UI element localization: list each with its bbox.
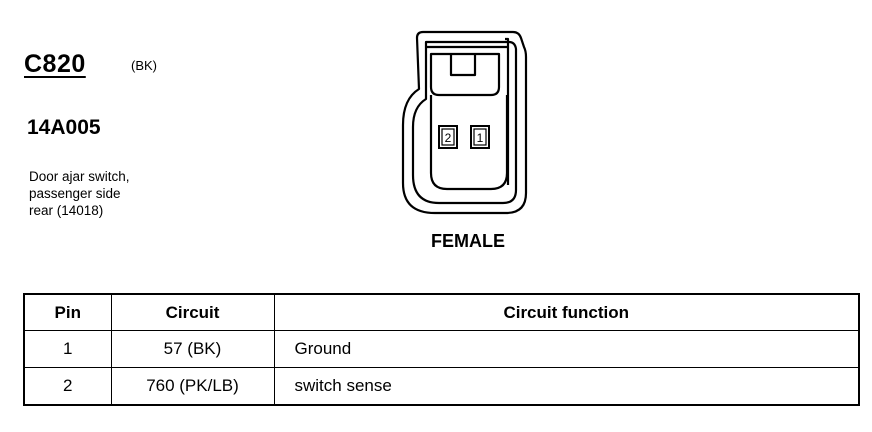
header-circuit: Circuit [110, 293, 275, 331]
table-row: 2 760 (PK/LB) switch sense [23, 367, 860, 406]
cell-circuit-function: switch sense [273, 367, 860, 406]
header-circuit-function: Circuit function [273, 293, 860, 331]
connector-face-diagram: 2 1 [401, 30, 528, 215]
table-row: 1 57 (BK) Ground [23, 330, 860, 368]
connector-housing-outer [401, 30, 528, 215]
pin-label-2: 2 [445, 131, 452, 145]
pin-table: Pin Circuit Circuit function 1 57 (BK) G… [23, 293, 860, 406]
cell-pin: 2 [23, 367, 112, 406]
connector-cavity-body [429, 95, 509, 191]
connector-side-rail [505, 37, 510, 185]
connector-color-code: (BK) [131, 58, 157, 73]
description-line: Door ajar switch, [29, 169, 130, 184]
table-header-row: Pin Circuit Circuit function [23, 293, 860, 331]
cell-circuit: 760 (PK/LB) [110, 367, 275, 406]
connector-latch-tab [449, 54, 477, 77]
pin-cavity-1 [470, 125, 490, 149]
pin-label-1: 1 [477, 131, 484, 145]
view-label: FEMALE [431, 231, 505, 251]
description-line: passenger side [29, 186, 121, 201]
connector-id: C820 [24, 50, 86, 78]
connector-latch-inner [429, 52, 501, 97]
cell-pin: 1 [23, 330, 112, 368]
part-number: 14A005 [27, 116, 101, 139]
connector-housing-inner [411, 40, 518, 205]
cell-circuit: 57 (BK) [110, 330, 275, 368]
connector-description: Door ajar switch, passenger side rear (1… [29, 168, 179, 219]
header-pin: Pin [23, 293, 112, 331]
cell-circuit-function: Ground [273, 330, 860, 368]
pin-cavity-2 [438, 125, 458, 149]
description-line: rear (14018) [29, 203, 104, 218]
